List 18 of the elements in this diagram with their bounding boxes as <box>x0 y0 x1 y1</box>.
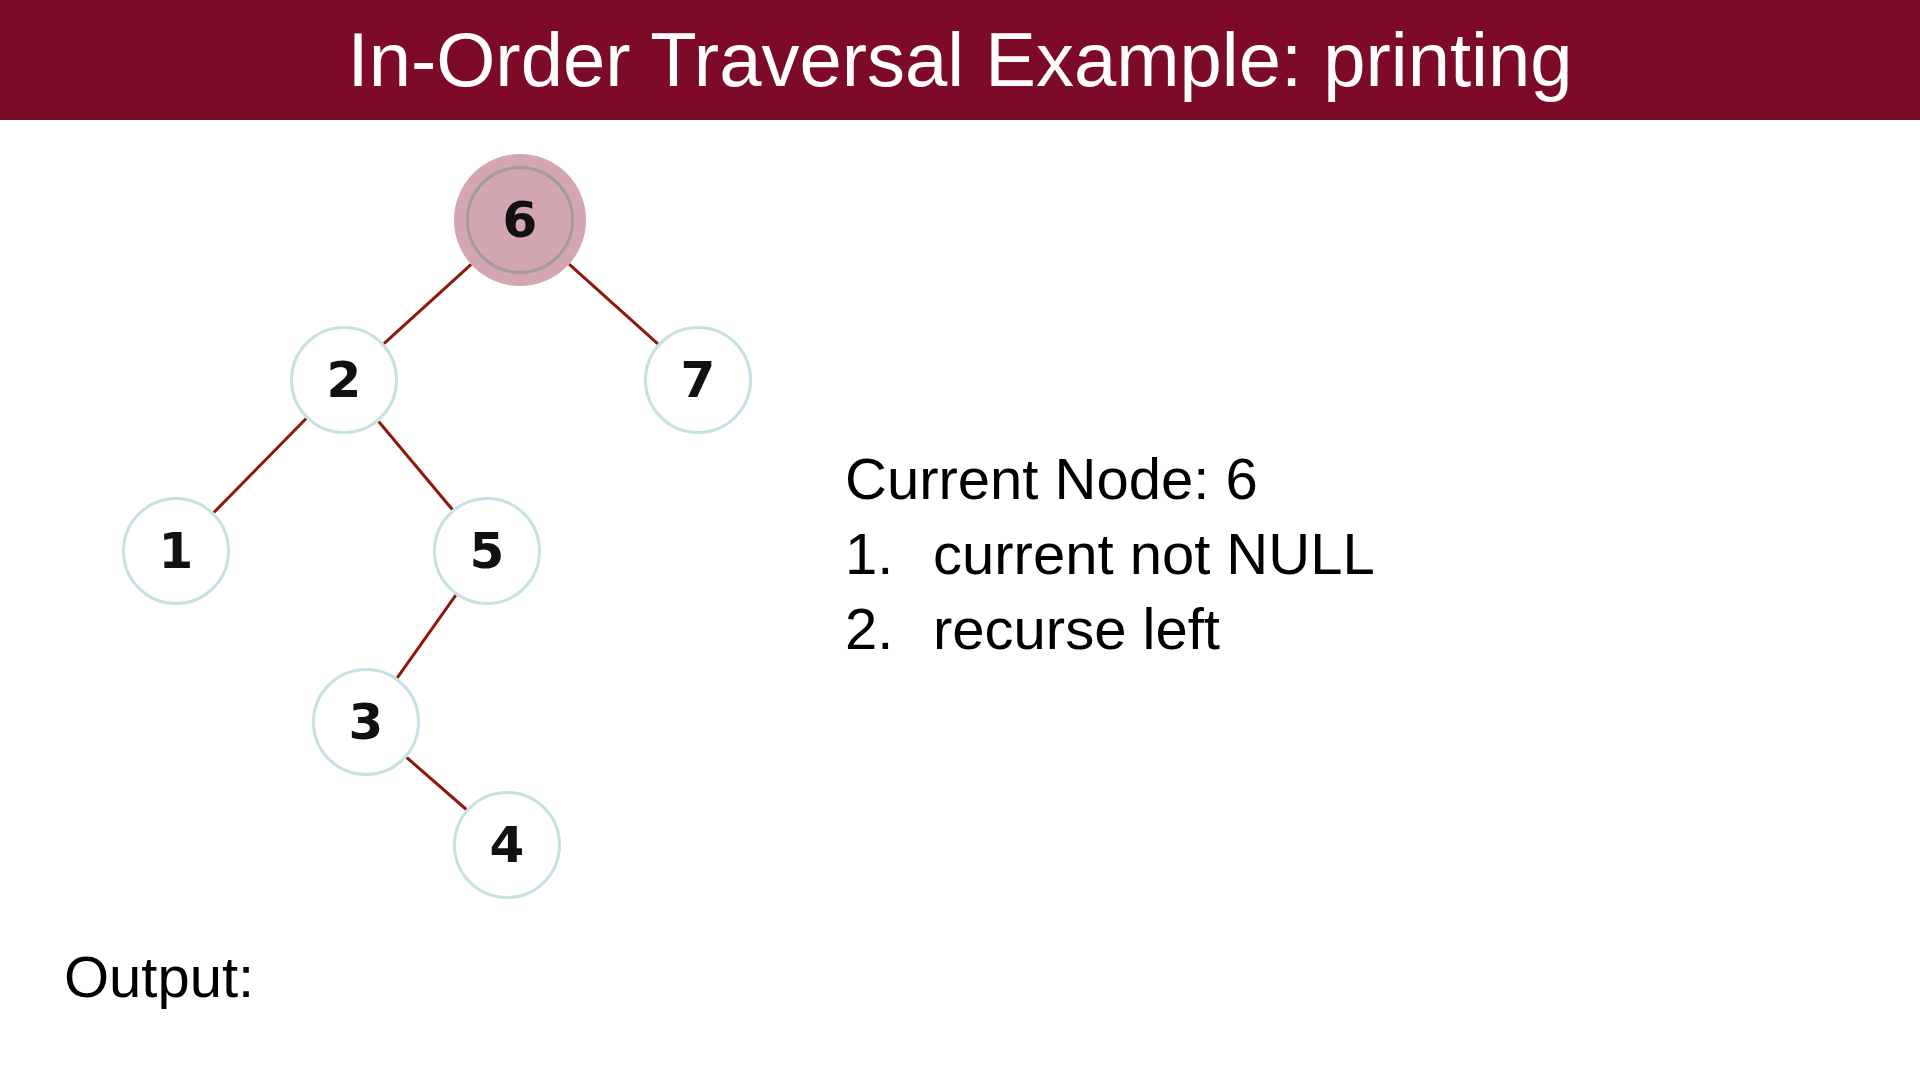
node-value: 3 <box>348 697 384 747</box>
edge-line <box>395 594 458 679</box>
text-label: Current Node: 6 <box>845 450 1258 508</box>
text-label: current not NULL <box>933 525 1375 583</box>
node-value: 7 <box>680 355 716 405</box>
edge-line <box>568 263 659 345</box>
list-number: 1. <box>845 525 894 583</box>
node-value: 5 <box>469 526 505 576</box>
list-number: 2. <box>845 600 894 658</box>
node-value: 4 <box>489 820 525 870</box>
node-value: 2 <box>326 355 362 405</box>
node-value: 6 <box>502 195 538 245</box>
edge-line <box>405 756 468 811</box>
edge-line <box>382 263 473 345</box>
edge-line <box>377 420 454 511</box>
edge-line <box>212 417 308 514</box>
node-value: 1 <box>158 526 194 576</box>
text-label: recurse left <box>933 600 1220 658</box>
